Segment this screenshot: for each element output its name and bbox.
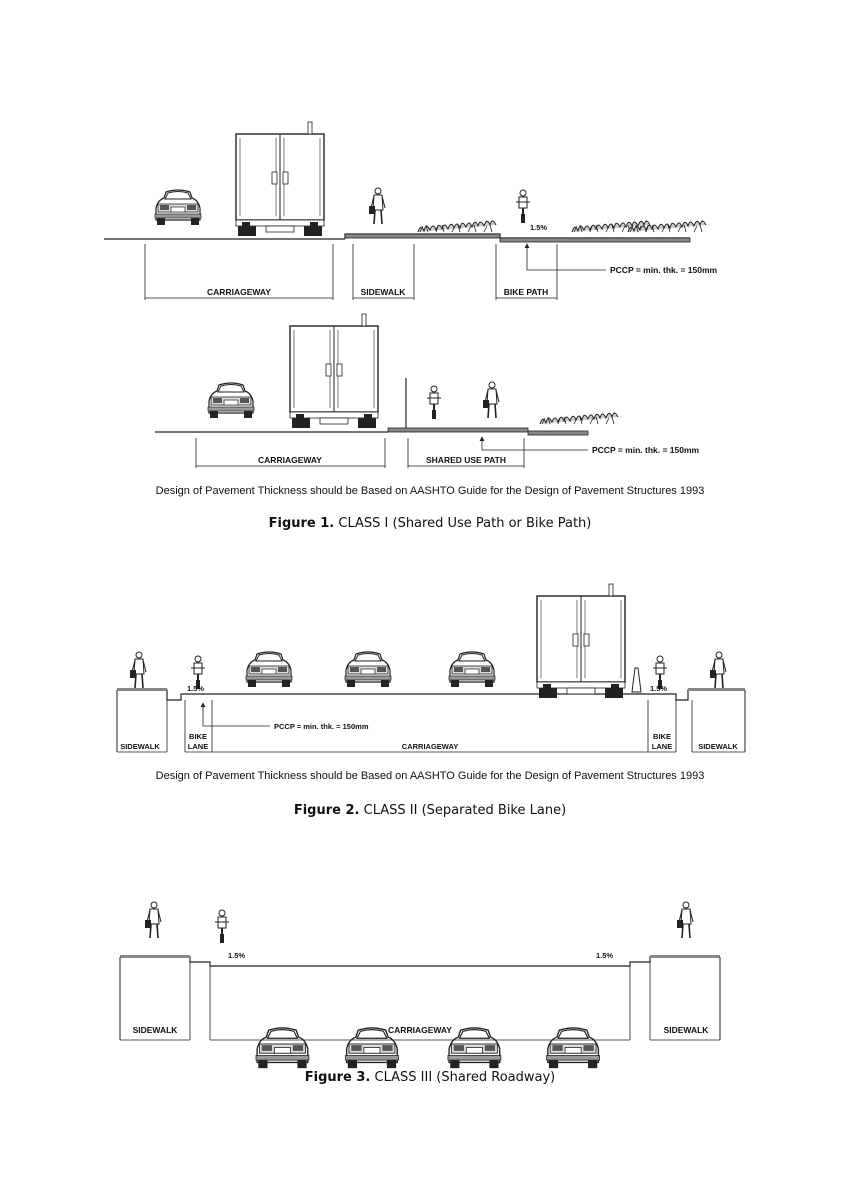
bike-lane-right-label-1: BIKE xyxy=(653,732,671,741)
carriageway-label: CARRIAGEWAY xyxy=(388,1025,452,1035)
sidewalk-left-label: SIDEWALK xyxy=(120,742,160,751)
cyclist-icon xyxy=(426,385,442,420)
truck-icon xyxy=(235,121,325,237)
bike-lane-left-label-1: BIKE xyxy=(189,732,207,741)
car-icon xyxy=(207,382,255,419)
slope-right-label: 1.5% xyxy=(650,684,667,693)
cyclist-icon xyxy=(515,189,531,224)
figure2-section: 1.5% 1.5% SIDEWALK BIKE LANE CARRIAGEWAY… xyxy=(116,583,746,753)
figure1-bottom-section: CARRIAGEWAY SHARED USE PATH PCCP = min. … xyxy=(155,313,700,468)
design-note: Design of Pavement Thickness should be B… xyxy=(156,485,705,497)
pccp-label: PCCP = min. thk. = 150mm xyxy=(274,722,369,731)
truck-icon xyxy=(289,313,379,429)
bike-lane-right-label-2: LANE xyxy=(652,742,672,751)
pedestrian-icon xyxy=(709,651,727,689)
shrubs-icon xyxy=(417,220,497,233)
pccp-label: PCCP = min. thk. = 150mm xyxy=(592,445,700,455)
figure1-top-section: 1.5% CARRIAGEWAY SIDEWALK BIKE PATH PCCP… xyxy=(104,121,718,300)
car-icon xyxy=(448,651,496,688)
car-icon xyxy=(344,651,392,688)
car-icon xyxy=(245,651,293,688)
car-icon xyxy=(545,1027,601,1069)
pedestrian-icon xyxy=(144,901,162,939)
pedestrian-icon xyxy=(129,651,147,689)
pedestrian-icon xyxy=(676,901,694,939)
slope-left-label: 1.5% xyxy=(228,951,245,960)
sidewalk-left-label: SIDEWALK xyxy=(133,1025,179,1035)
pedestrian-icon xyxy=(482,381,500,419)
sidewalk-right-label: SIDEWALK xyxy=(698,742,738,751)
shared-use-path-label: SHARED USE PATH xyxy=(426,455,506,465)
shrubs-icon xyxy=(539,412,619,425)
figure3-section: 1.5% 1.5% SIDEWALK CARRIAGEWAY SIDEWALK xyxy=(119,901,721,1069)
bike-path-label: BIKE PATH xyxy=(504,287,549,297)
pccp-label: PCCP = min. thk. = 150mm xyxy=(610,265,718,275)
sidewalk-right-label: SIDEWALK xyxy=(664,1025,710,1035)
sidewalk-label: SIDEWALK xyxy=(361,287,407,297)
car-icon xyxy=(154,189,202,226)
figure1-caption: Figure 1. CLASS I (Shared Use Path or Bi… xyxy=(268,516,592,531)
bike-lane-left-label-2: LANE xyxy=(188,742,208,751)
figure3-caption: Figure 3. CLASS III (Shared Roadway) xyxy=(304,1070,556,1085)
carriageway-label: CARRIAGEWAY xyxy=(402,742,458,751)
figure2-caption: Figure 2. CLASS II (Separated Bike Lane) xyxy=(293,803,567,818)
design-note: Design of Pavement Thickness should be B… xyxy=(156,770,705,782)
truck-icon xyxy=(536,583,626,699)
carriageway-label: CARRIAGEWAY xyxy=(207,287,271,297)
carriageway-label: CARRIAGEWAY xyxy=(258,455,322,465)
cyclist-icon xyxy=(214,909,230,944)
slope-right-label: 1.5% xyxy=(596,951,613,960)
pedestrian-icon xyxy=(368,187,386,225)
slope-label: 1.5% xyxy=(530,223,547,232)
cone-icon xyxy=(631,667,642,693)
car-icon xyxy=(255,1027,310,1069)
slope-left-label: 1.5% xyxy=(187,684,204,693)
car-icon xyxy=(447,1027,502,1069)
